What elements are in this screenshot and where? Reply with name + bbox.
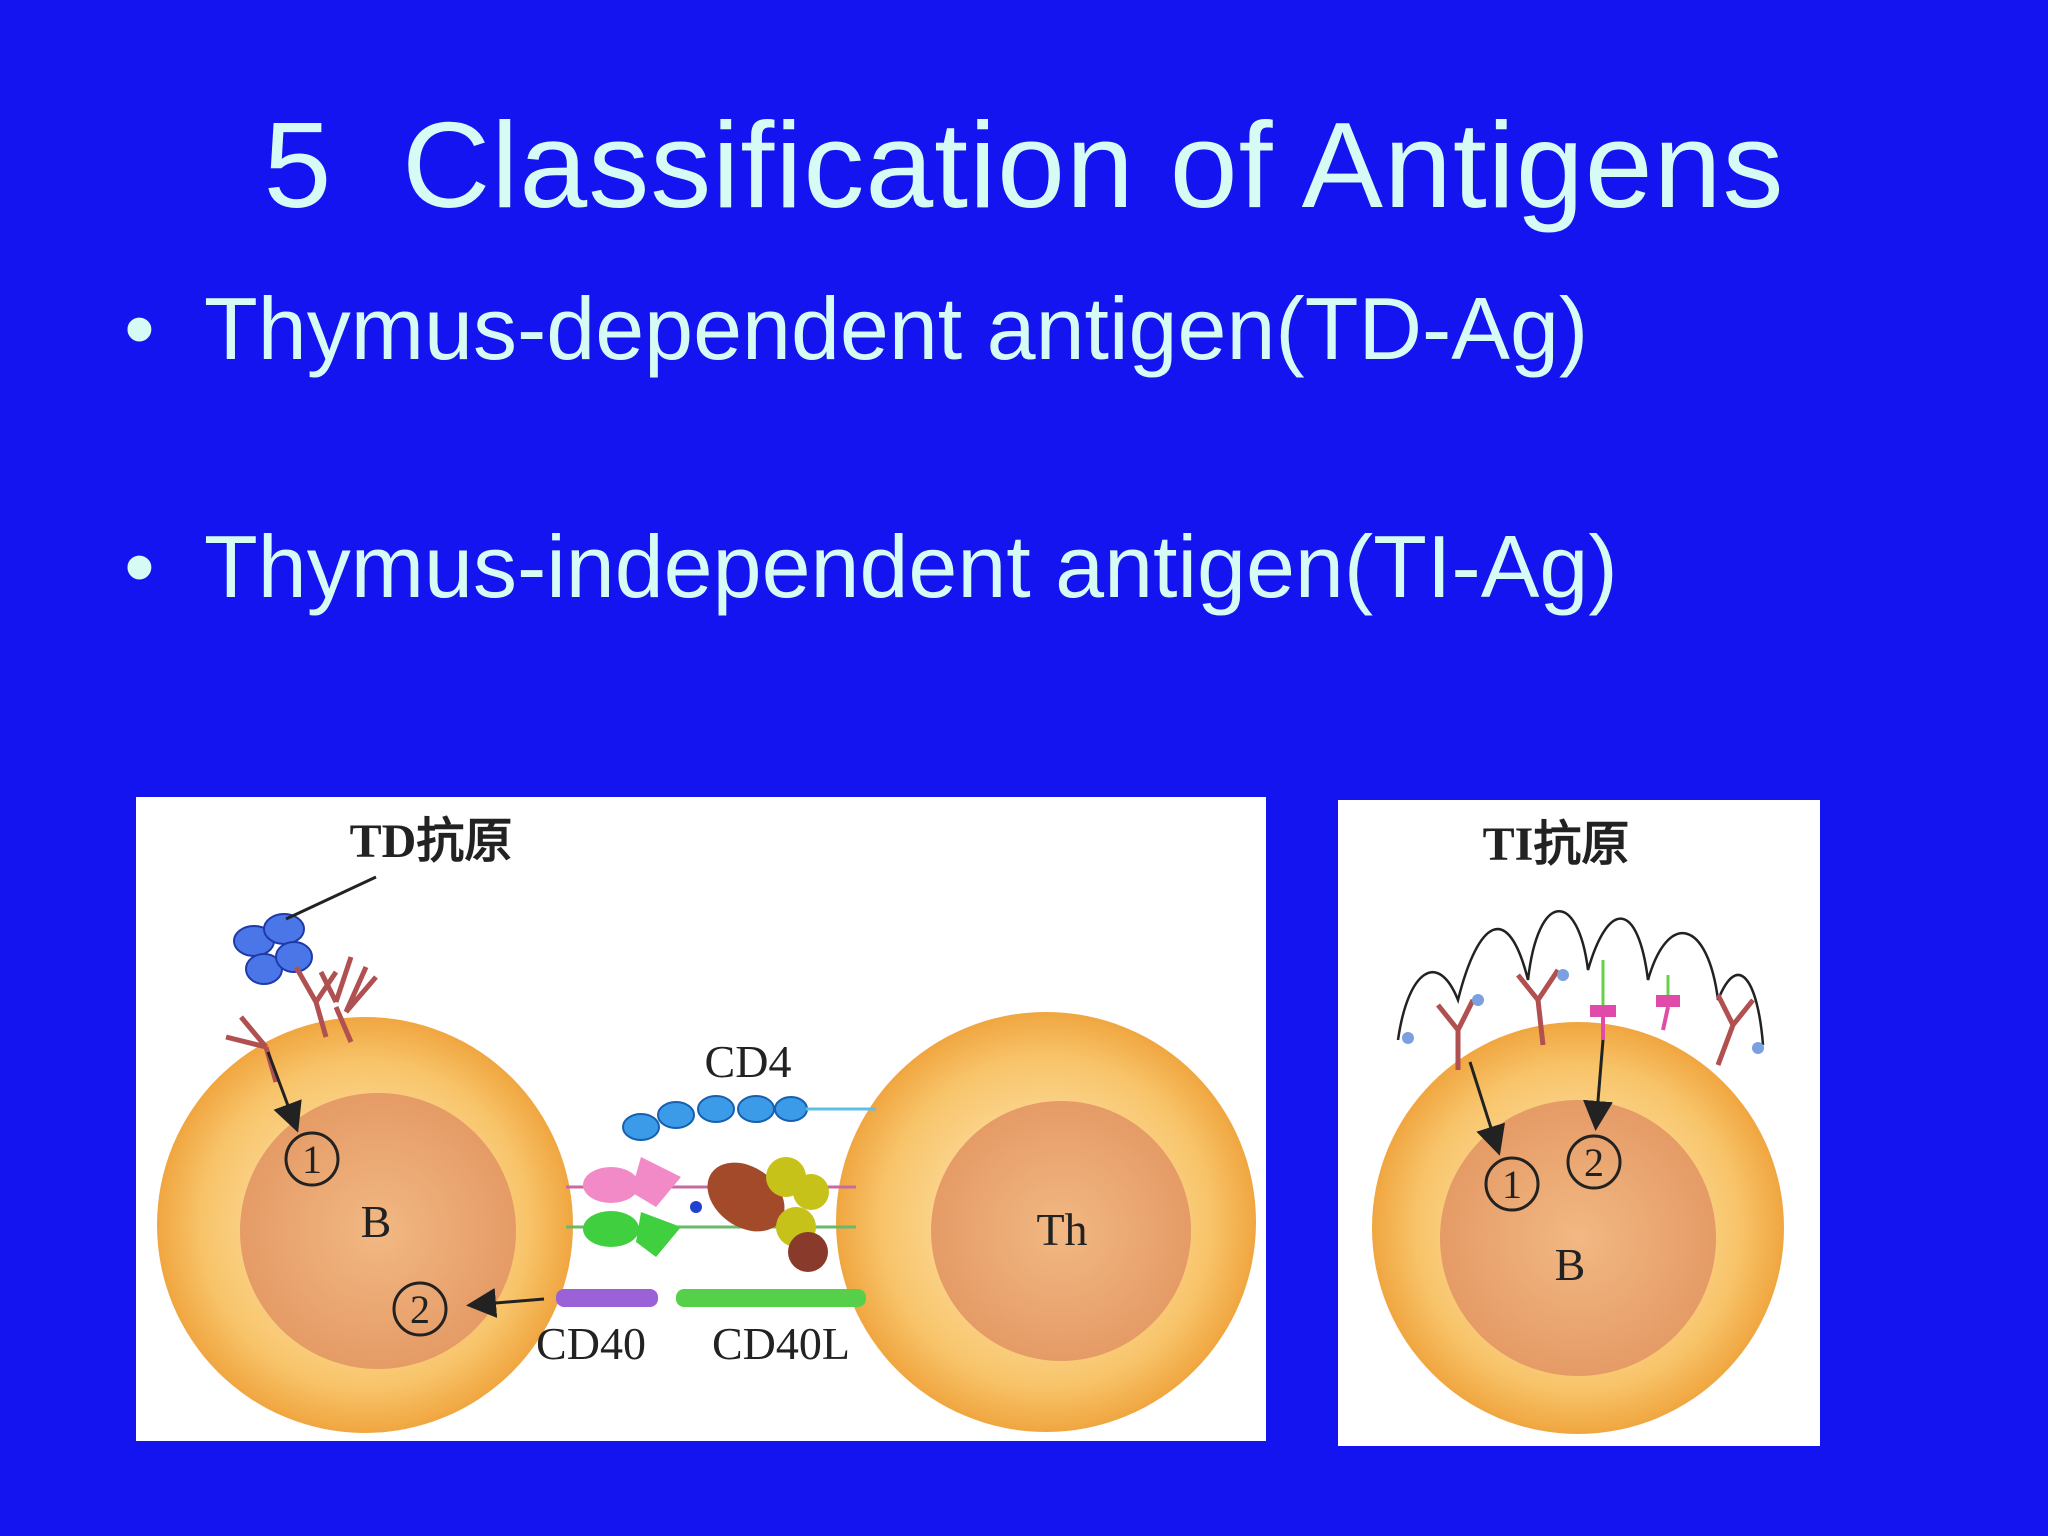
ti-antigen-diagram: 1 2 B TI抗原 [1338,800,1820,1446]
cd40-cd40l-bars [556,1289,866,1307]
cd4-molecule [622,1095,876,1141]
cd4-label: CD4 [705,1036,792,1087]
svg-text:1: 1 [302,1137,322,1182]
ti-b-cell-label: B [1555,1239,1586,1290]
bullet-text: Thymus-dependent antigen(TD-Ag) [204,279,1589,378]
th-cell [836,1012,1256,1432]
bullet-dot: • [124,279,155,378]
bullet-dot: • [124,517,155,616]
mhc-tcr-complex [566,1157,856,1272]
td-antigen-molecule [233,875,377,985]
bcr-receptors [225,956,378,1083]
b-cell-label: B [361,1196,392,1247]
svg-text:2: 2 [410,1287,430,1332]
th-cell-label: Th [1036,1204,1087,1255]
b-cell [157,1017,573,1433]
ti-receptors [1402,960,1764,1070]
bullet-ti-antigen: • Thymus-independent antigen(TI-Ag) [124,516,1618,618]
cd40-label: CD40 [536,1318,646,1369]
slide-title: 5 Classification of Antigens [263,97,1785,233]
svg-text:1: 1 [1502,1162,1522,1207]
ti-diagram-title: TI抗原 [1483,818,1630,871]
cd40l-label: CD40L [712,1318,850,1369]
bullet-text: Thymus-independent antigen(TI-Ag) [204,517,1618,616]
td-antigen-diagram: 1 B 2 CD4 [136,797,1266,1441]
ti-b-cell [1372,1022,1784,1434]
bullet-td-antigen: • Thymus-dependent antigen(TD-Ag) [124,278,1588,380]
svg-text:2: 2 [1584,1140,1604,1185]
td-diagram-title: TD抗原 [350,815,513,868]
